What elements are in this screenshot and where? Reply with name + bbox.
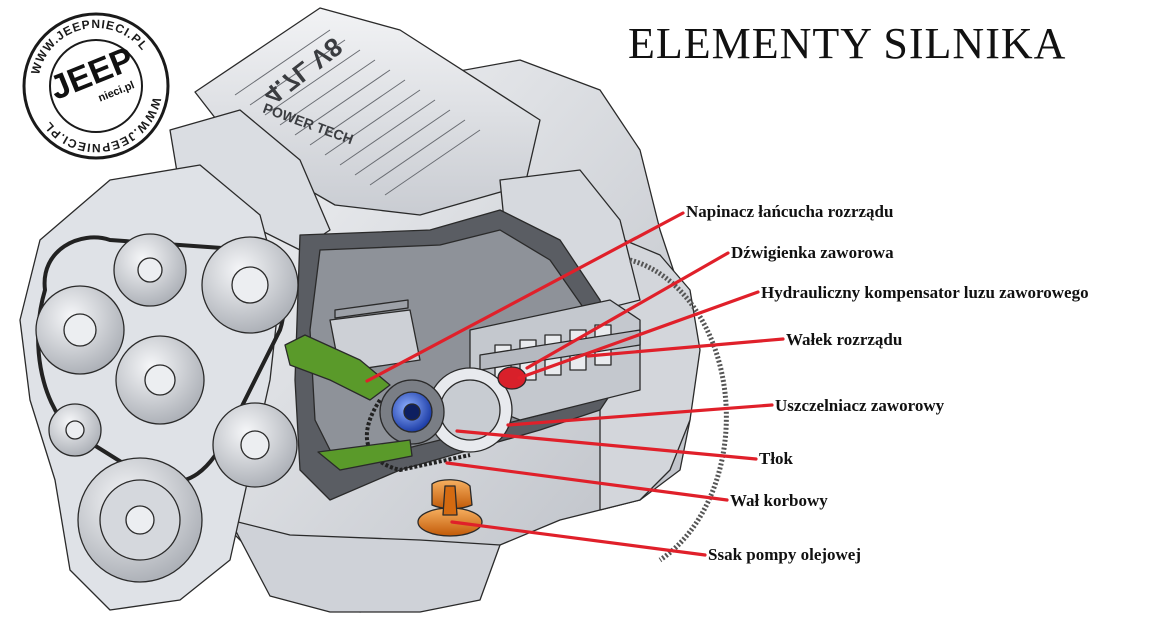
label-wal: Wał korbowy — [730, 491, 828, 510]
label-tlok: Tłok — [759, 449, 794, 468]
label-walek: Wałek rozrządu — [786, 330, 903, 349]
label-uszczelniacz: Uszczelniacz zaworowy — [775, 396, 945, 415]
diagram-title: ELEMENTY SILNIKA — [628, 19, 1067, 68]
jeepnieci-logo: WWW.JEEPNIECI.PL WWW.JEEPNIECI.PL JEEP n… — [22, 12, 170, 160]
label-dzwigienka: Dźwigienka zaworowa — [731, 243, 894, 262]
label-napinacz: Napinacz łańcucha rozrządu — [686, 202, 894, 221]
label-kompensator: Hydrauliczny kompensator luzu zaworowego — [761, 283, 1089, 302]
label-ssak: Ssak pompy olejowej — [708, 545, 862, 564]
